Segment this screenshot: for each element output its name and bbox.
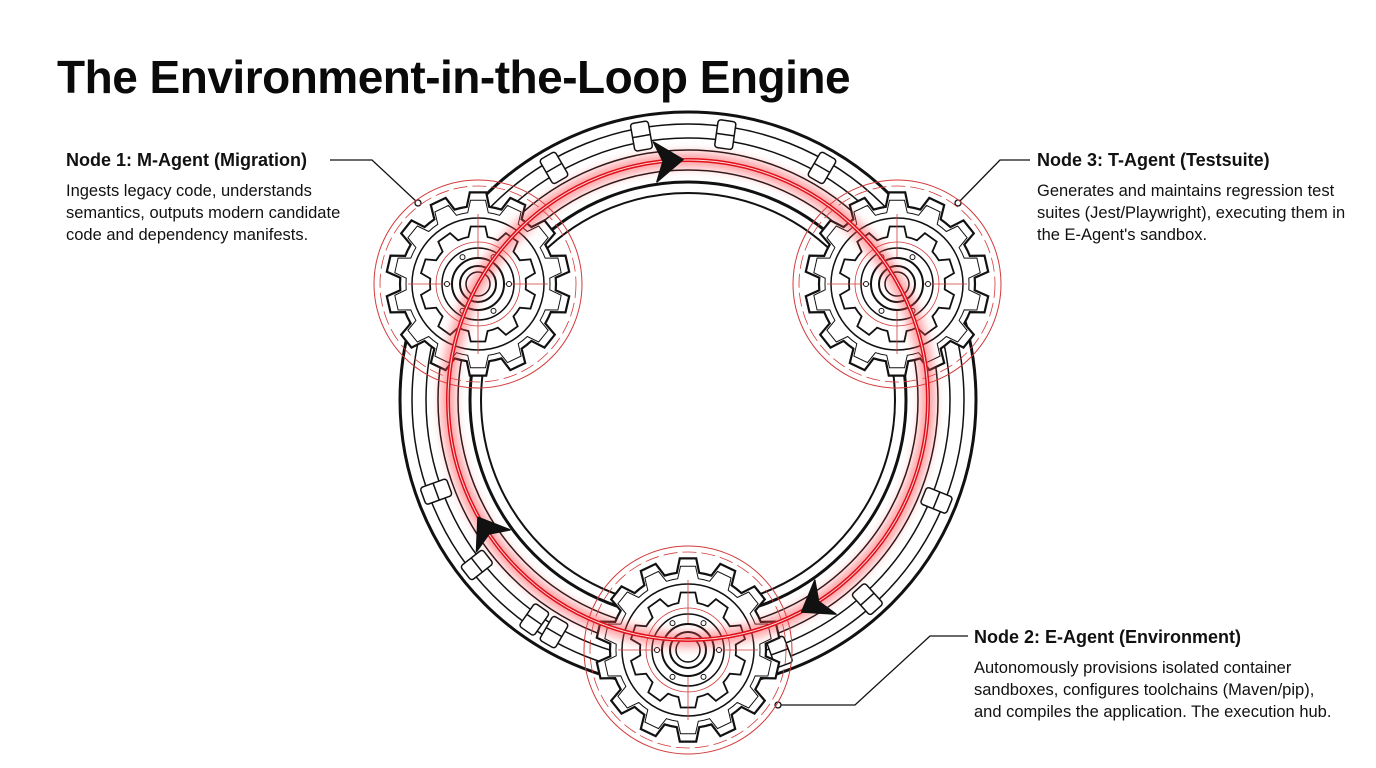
track-clamp xyxy=(920,486,953,514)
node-2-heading: Node 2: E-Agent (Environment) xyxy=(974,627,1242,647)
direction-arrow xyxy=(652,141,684,183)
node-1-connector xyxy=(330,159,419,204)
node-2-e-agent-label: Node 2: E-Agent (Environment) Autonomous… xyxy=(974,627,1334,723)
node-2-gear xyxy=(583,545,793,755)
node-1-m-agent-label: Node 1: M-Agent (Migration) Ingests lega… xyxy=(66,150,356,246)
direction-arrow xyxy=(475,516,511,553)
node-3-description: Generates and maintains regression test … xyxy=(1037,182,1346,244)
direction-arrow xyxy=(800,579,837,615)
page-title: The Environment-in-the-Loop Engine xyxy=(57,51,851,103)
node-3-connector xyxy=(957,159,1030,204)
track-clamp xyxy=(714,119,737,151)
loop-highlight xyxy=(441,153,935,647)
node-1-connector-dot xyxy=(414,199,422,207)
node-1-heading: Node 1: M-Agent (Migration) xyxy=(66,150,307,170)
track-clamp xyxy=(629,120,654,152)
node-3-t-agent-label: Node 3: T-Agent (Testsuite) Generates an… xyxy=(1037,150,1347,246)
track-clamp xyxy=(539,151,569,185)
track-clamp xyxy=(539,615,569,649)
track-clamp xyxy=(420,478,453,505)
node-2-description: Autonomously provisions isolated contain… xyxy=(974,659,1332,721)
node-1-description: Ingests legacy code, understands semanti… xyxy=(66,182,341,244)
track-clamp xyxy=(519,603,550,636)
node-3-heading: Node 3: T-Agent (Testsuite) xyxy=(1037,150,1270,170)
direction-arrows xyxy=(475,141,837,615)
track-clamp xyxy=(460,549,493,581)
node-2-connector xyxy=(778,635,968,706)
track-clamp xyxy=(851,583,883,616)
track-clamp xyxy=(807,151,837,185)
